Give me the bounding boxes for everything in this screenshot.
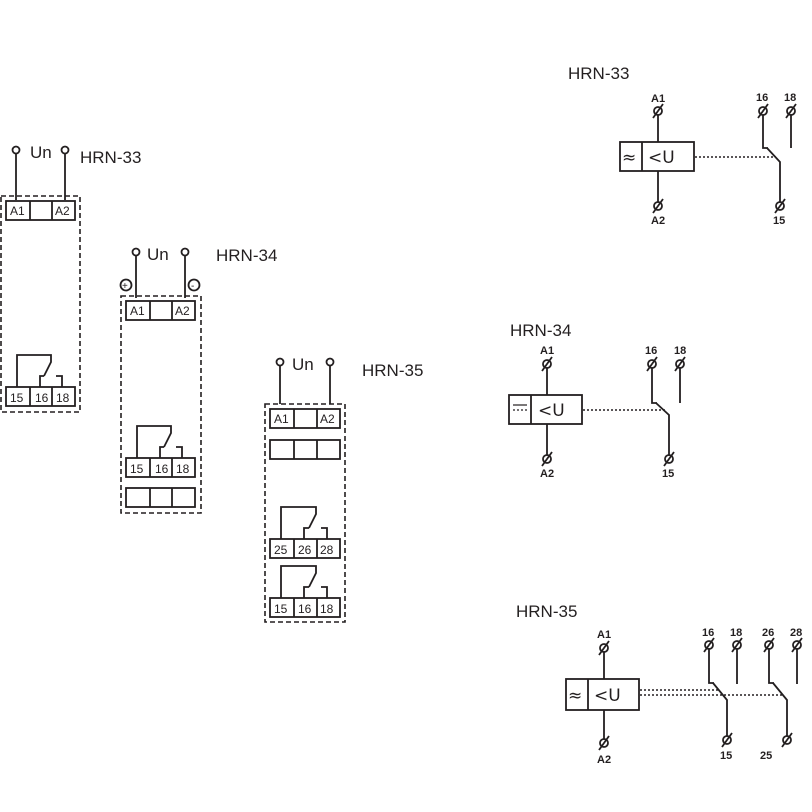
screw-terminal-icon <box>781 732 793 748</box>
device-enclosure <box>264 403 346 623</box>
contact-nc-label: 16 <box>645 345 657 357</box>
terminal-row-contacts-1 <box>269 597 341 618</box>
contact-nc-label: 16 <box>702 627 714 639</box>
coil-terminal-a2: A2 <box>540 468 554 480</box>
contact-common-label: 25 <box>760 750 772 762</box>
supply-label: Un <box>292 355 314 374</box>
terminal-row-blank <box>269 439 341 460</box>
contact-switch-icon <box>762 115 768 149</box>
function-label: <U <box>538 401 565 421</box>
polarity-plus: + <box>122 281 128 292</box>
contact-nc-label: 26 <box>762 627 774 639</box>
contact-common-label: 15 <box>720 750 732 762</box>
screw-terminal-icon <box>663 451 675 467</box>
contact-no-label: 18 <box>674 345 686 357</box>
terminal-25: 25 <box>274 543 288 557</box>
symbol-title: HRN-35 <box>516 602 577 621</box>
ac-supply-icon: ≈ <box>568 686 582 706</box>
screw-terminal-icon <box>598 735 610 751</box>
contact-no-label: 18 <box>730 627 742 639</box>
model-title: HRN-35 <box>362 361 423 380</box>
wiring-hrn-33: Un HRN-33 A1 A2 15 16 18 <box>0 143 141 413</box>
wiring-hrn-34: Un HRN-34 + - A1 A2 15 16 18 <box>119 245 277 514</box>
supply-terminal-icon <box>275 357 285 367</box>
supply-label: Un <box>30 143 52 162</box>
supply-terminal-icon <box>325 357 335 367</box>
contact-common-label: 15 <box>773 215 785 227</box>
screw-terminal-icon <box>774 198 786 214</box>
terminal-row-contacts-2 <box>269 538 341 559</box>
contact-switch-icon <box>651 368 657 404</box>
terminal-row-contacts <box>5 386 76 407</box>
terminal-row-top <box>269 408 341 429</box>
terminal-18: 18 <box>320 602 334 616</box>
terminal-15: 15 <box>130 462 144 476</box>
ac-supply-icon: ≈ <box>622 148 636 168</box>
terminal-a2: A2 <box>175 304 190 318</box>
contact-no-label: 28 <box>790 627 802 639</box>
relay-coil-box <box>619 141 695 172</box>
contact-switch-icon <box>708 649 714 684</box>
supply-terminal-icon <box>180 247 190 257</box>
terminal-row-top <box>5 200 76 221</box>
device-enclosure <box>120 295 202 514</box>
terminal-a1: A1 <box>10 204 25 218</box>
contact-switch-icon <box>280 565 317 598</box>
terminal-18: 18 <box>176 462 190 476</box>
wiring-hrn-35: Un HRN-35 A1 A2 25 26 28 15 16 18 <box>264 355 423 623</box>
contact-switch-icon <box>768 649 774 684</box>
terminal-a2: A2 <box>320 412 335 426</box>
symbol-title: HRN-34 <box>510 321 571 340</box>
contact-common-label: 15 <box>662 468 674 480</box>
terminal-16: 16 <box>298 602 312 616</box>
terminal-a2: A2 <box>55 204 70 218</box>
screw-terminal-icon <box>652 198 664 214</box>
contact-no-label: 18 <box>784 92 796 104</box>
coil-terminal-a2: A2 <box>597 754 611 766</box>
model-title: HRN-33 <box>80 148 141 167</box>
supply-terminal-icon <box>131 247 141 257</box>
symbol-hrn-35: HRN-35 A1 ≈ <U A2 16 18 15 26 28 25 <box>516 602 803 766</box>
terminal-26: 26 <box>298 543 312 557</box>
minus-polarity-icon <box>187 278 201 292</box>
terminal-row-contacts <box>125 457 196 478</box>
screw-terminal-icon <box>721 732 733 748</box>
terminal-a1: A1 <box>274 412 289 426</box>
relay-coil-box <box>565 678 640 711</box>
terminal-row-blank <box>125 487 196 508</box>
contact-nc-label: 16 <box>756 92 768 104</box>
terminal-15: 15 <box>274 602 288 616</box>
contact-switch-icon <box>136 425 172 458</box>
function-label: <U <box>648 148 675 168</box>
terminal-15: 15 <box>10 391 24 405</box>
model-title: HRN-34 <box>216 246 277 265</box>
terminal-28: 28 <box>320 543 334 557</box>
terminal-a1: A1 <box>130 304 145 318</box>
coil-terminal-a1: A1 <box>540 345 554 357</box>
symbol-hrn-34: HRN-34 A1 ⎓ <U A2 16 18 15 <box>508 321 686 480</box>
terminal-row-top <box>125 300 196 321</box>
symbol-hrn-33: HRN-33 A1 ≈ <U A2 16 18 15 <box>568 64 797 227</box>
dc-supply-icon <box>513 404 527 411</box>
supply-terminal-icon <box>60 145 70 155</box>
symbol-title: HRN-33 <box>568 64 629 83</box>
coil-terminal-a1: A1 <box>597 629 611 641</box>
plus-polarity-icon <box>119 278 133 292</box>
terminal-18: 18 <box>56 391 70 405</box>
polarity-minus: - <box>191 281 194 292</box>
function-label: <U <box>594 686 621 706</box>
coil-terminal-a1: A1 <box>651 93 665 105</box>
supply-terminal-icon <box>11 145 21 155</box>
coil-terminal-a2: A2 <box>651 215 665 227</box>
device-enclosure <box>0 195 81 413</box>
contact-switch-icon <box>16 354 52 387</box>
screw-terminal-icon <box>541 451 553 467</box>
supply-label: Un <box>147 245 169 264</box>
terminal-16: 16 <box>155 462 169 476</box>
terminal-16: 16 <box>35 391 49 405</box>
contact-switch-icon <box>280 506 317 539</box>
